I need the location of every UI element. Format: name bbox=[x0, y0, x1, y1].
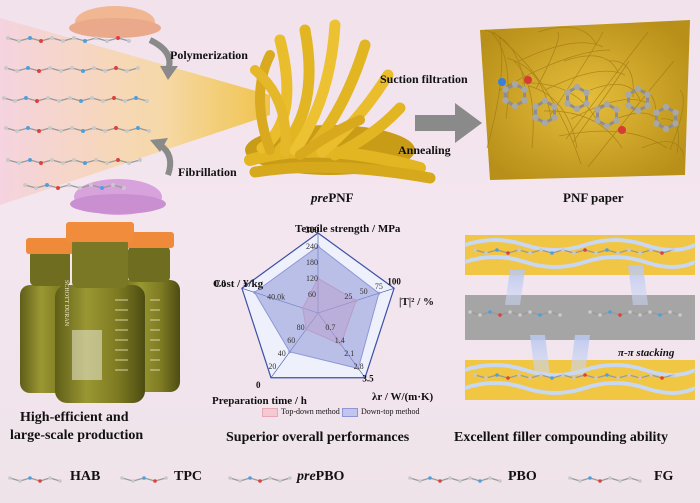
annealing-label: Annealing bbox=[398, 143, 451, 157]
pi-stacking-label: π-π stacking bbox=[618, 347, 675, 359]
legend-downtop-text: Down-top method bbox=[361, 407, 420, 416]
radar-tick-4-5: 80 bbox=[297, 323, 305, 332]
radar-point-downtop-3 bbox=[356, 366, 360, 370]
reaction-beam bbox=[0, 18, 270, 205]
legend-hab-label: HAB bbox=[70, 469, 101, 484]
radar-tick-3-4: 1.4 bbox=[335, 336, 345, 345]
nanofiber-bundle bbox=[244, 19, 436, 184]
polymer-chain-3 bbox=[2, 96, 149, 103]
preppbo-molecule bbox=[228, 476, 292, 483]
radar-legend-topdown: Top-down method bbox=[262, 407, 340, 417]
legend-topdown-text: Top-down method bbox=[281, 407, 340, 416]
pbo-molecule bbox=[408, 476, 502, 483]
radar-axis-cost-label: Cost / ¥/kg bbox=[213, 278, 264, 290]
legend-swatch-topdown bbox=[262, 407, 278, 417]
radar-tick-4-3: 40 bbox=[278, 349, 286, 358]
radar-chart: 300 240 180 120 60 100 75 50 25 3.5 2.82.1 1.40.7 02… bbox=[215, 225, 402, 390]
radar-point-downtop-1 bbox=[316, 244, 320, 248]
radar-point-downtop-5 bbox=[253, 290, 257, 294]
polymerization-arrowhead bbox=[160, 66, 178, 80]
radar-tick-1-3: 180 bbox=[306, 258, 318, 267]
legend-fg-label: FG bbox=[654, 469, 674, 484]
legend-swatch-downtop bbox=[342, 407, 358, 417]
bottle-brand-text: SCHOTT DURAN bbox=[63, 280, 69, 327]
legend-molecules bbox=[8, 476, 642, 483]
radar-axis-conductivity-label: λr / W/(m·K) bbox=[372, 391, 434, 403]
production-title-line2: large-scale production bbox=[10, 428, 144, 443]
radar-series-downtop bbox=[253, 245, 380, 370]
fibrillation-label: Fibrillation bbox=[178, 165, 237, 179]
fibrillation-arrow bbox=[158, 142, 174, 176]
filler-title: Excellent filler compounding ability bbox=[454, 430, 669, 445]
legend-pbo-label: PBO bbox=[508, 469, 537, 484]
legend-preppbo-suffix: PBO bbox=[315, 469, 345, 484]
radar-tick-3-2: 2.8 bbox=[354, 362, 364, 371]
pnf-paper-sheet bbox=[480, 20, 690, 180]
radar-axis-tensile-label: Tensile strength / MPa bbox=[295, 223, 401, 235]
production-bottles bbox=[20, 222, 180, 403]
radar-axis-time-label: Preparation time / h bbox=[212, 395, 307, 407]
radar-tick-5-1: 0.0 bbox=[215, 278, 227, 288]
filler-chain-top bbox=[473, 248, 675, 255]
production-title-line1: High-efficient and bbox=[20, 410, 129, 425]
legend-preppbo-label: prePBO bbox=[297, 469, 344, 485]
radar-tick-3-5: 0.7 bbox=[325, 323, 335, 332]
legend-preppbo-prefix: pre bbox=[297, 469, 316, 484]
polymer-chain-1 bbox=[6, 36, 131, 43]
performance-title: Superior overall performances bbox=[226, 430, 410, 445]
polymer-chain-4 bbox=[4, 126, 151, 133]
hab-powder-base bbox=[69, 18, 161, 38]
radar-tick-1-1: 300 bbox=[305, 225, 319, 235]
filler-chain-bottom bbox=[473, 373, 675, 380]
radar-tick-3-3: 2.1 bbox=[344, 349, 354, 358]
polymer-chain-5 bbox=[6, 158, 142, 165]
hab-molecule bbox=[8, 476, 62, 483]
pbo-molecule-on-paper bbox=[498, 76, 679, 134]
fg-sheet-left bbox=[468, 310, 562, 317]
pnf-paper-label: PNF paper bbox=[563, 190, 624, 205]
radar-point-downtop-2 bbox=[377, 291, 381, 295]
radar-tick-4-4: 60 bbox=[287, 336, 295, 345]
fibrillation-arrowhead bbox=[150, 138, 168, 152]
legend-tpc-label: TPC bbox=[174, 469, 202, 484]
radar-point-downtop-4 bbox=[288, 350, 292, 354]
polymer-chain-6 bbox=[23, 183, 126, 190]
radar-axis-transmittance-label: |T|² / % bbox=[399, 296, 435, 308]
radar-tick-4-2: 20 bbox=[268, 362, 276, 371]
polymer-chains bbox=[2, 36, 151, 190]
radar-tick-3-1: 3.5 bbox=[362, 374, 374, 384]
radar-tick-2-2: 75 bbox=[375, 282, 383, 291]
fg-sheet-right bbox=[588, 310, 682, 317]
polymerization-label: Polymerization bbox=[170, 48, 248, 62]
radar-tick-1-4: 120 bbox=[306, 274, 318, 283]
prepnf-label: prePNF bbox=[311, 190, 354, 206]
radar-tick-4-1: 0 bbox=[256, 380, 261, 390]
tpc-powder-base bbox=[70, 194, 166, 214]
filler-compounding-illustration bbox=[464, 235, 696, 400]
radar-tick-2-3: 50 bbox=[360, 287, 368, 296]
radar-tick-2-1: 100 bbox=[387, 276, 401, 286]
radar-legend-downtop: Down-top method bbox=[342, 407, 419, 417]
fg-molecule bbox=[568, 476, 642, 483]
filtration-arrow bbox=[415, 103, 482, 143]
tpc-molecule bbox=[120, 476, 168, 483]
polymer-chain-2 bbox=[4, 66, 140, 73]
radar-tick-1-5: 60 bbox=[308, 290, 316, 299]
prepnf-prefix: pre bbox=[311, 190, 329, 205]
radar-tick-5-2: 40.0k bbox=[267, 292, 285, 301]
radar-tick-2-4: 25 bbox=[344, 292, 352, 301]
prepnf-suffix: PNF bbox=[328, 190, 354, 205]
radar-tick-1-2: 240 bbox=[306, 242, 318, 251]
suction-filtration-label: Suction filtration bbox=[380, 72, 468, 86]
